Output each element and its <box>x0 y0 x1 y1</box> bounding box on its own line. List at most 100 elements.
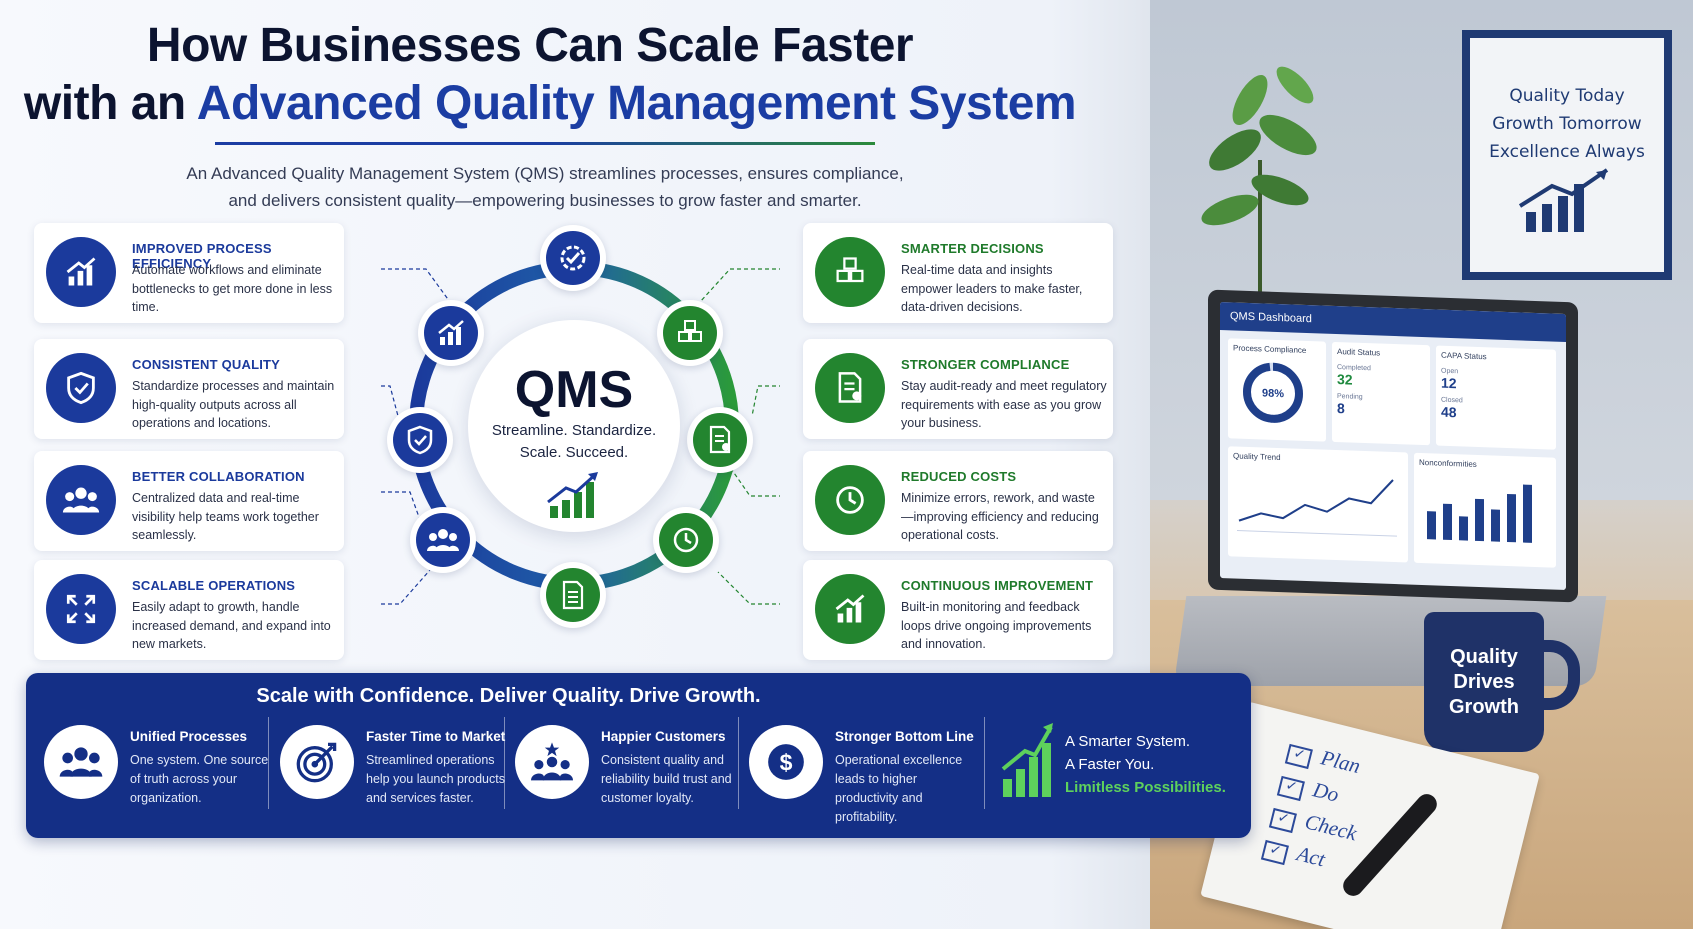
closing-line: A Smarter System. <box>1065 733 1191 750</box>
card-title: BETTER COLLABORATION <box>132 469 305 484</box>
customers-star-icon <box>531 742 573 781</box>
page-title-line2: with an Advanced Quality Management Syst… <box>0 76 1100 131</box>
banner-title: Scale with Confidence. Deliver Quality. … <box>256 685 761 707</box>
process-compliance-panel: Process Compliance 98% <box>1228 338 1326 442</box>
banner-item-title: Stronger Bottom Line <box>835 729 974 744</box>
card-description: Centralized data and real-time visibilit… <box>132 491 319 542</box>
card-title: REDUCED COSTS <box>901 469 1017 484</box>
svg-text:$: $ <box>780 749 793 775</box>
checkbox-icon: ✓ <box>1268 807 1297 834</box>
subtitle-line: An Advanced Quality Management System (Q… <box>186 164 904 183</box>
banner-item-happier-customers: Happier Customers Consistent quality and… <box>515 723 745 823</box>
page-title-line1: How Businesses Can Scale Faster <box>146 19 914 72</box>
checkbox-icon: ✓ <box>1260 839 1289 866</box>
card-description: Built-in monitoring and feedback loops d… <box>901 600 1092 651</box>
card-better-collaboration: BETTER COLLABORATION Centralized data an… <box>34 451 344 551</box>
card-title: IMPROVED PROCESS EFFICIENCY <box>132 241 272 271</box>
audit-status-label: Audit Status <box>1337 347 1381 358</box>
mug-text: Growth <box>1449 695 1519 718</box>
growth-chart-icon <box>66 257 96 286</box>
dollar-icon: $ <box>768 744 804 780</box>
title-prefix: with an <box>23 77 186 130</box>
audit-status-panel: Audit Status Completed 32 Pending 8 <box>1332 341 1430 446</box>
ring-node-collaboration <box>410 507 476 573</box>
poster-growth-icon <box>1518 168 1609 232</box>
compliance-value: 98% <box>1262 387 1284 400</box>
banner-divider <box>984 717 985 809</box>
card-title: SMARTER DECISIONS <box>901 241 1044 256</box>
checkbox-icon: ✓ <box>1284 743 1313 770</box>
closing-statement: A Smarter System. A Faster You. Limitles… <box>1001 721 1251 811</box>
card-scalable-operations: SCALABLE OPERATIONS Easily adapt to grow… <box>34 560 344 660</box>
qms-center: QMS Streamline. Standardize. Scale. Succ… <box>468 320 680 532</box>
document-shield-icon <box>709 425 731 454</box>
benefits-banner: Scale with Confidence. Deliver Quality. … <box>26 673 1251 838</box>
card-description: Standardize processes and maintain high-… <box>132 379 335 430</box>
banner-item-title: Unified Processes <box>130 729 248 744</box>
document-shield-icon <box>838 372 862 403</box>
gear-check-icon <box>560 245 586 271</box>
growth-arrow-icon <box>1001 723 1053 797</box>
ring-node-consistency <box>387 407 453 473</box>
team-icon <box>62 487 100 513</box>
qms-tagline: Streamline. Standardize. <box>491 422 657 439</box>
plant-icon <box>1201 66 1317 340</box>
card-description: Real-time data and insights empower lead… <box>901 263 1083 314</box>
capa-status-panel: CAPA Status Open 12 Closed 48 <box>1436 345 1556 450</box>
compliance-donut-icon: 98% <box>1243 362 1303 423</box>
banner-item-description: Streamlined operations help you launch p… <box>366 753 505 805</box>
card-description: Easily adapt to growth, handle increased… <box>132 600 331 651</box>
card-title: CONTINUOUS IMPROVEMENT <box>901 578 1094 593</box>
clock-icon <box>836 486 864 514</box>
card-continuous-improvement: CONTINUOUS IMPROVEMENT Built-in monitori… <box>803 560 1113 660</box>
growth-chart-icon <box>547 472 598 518</box>
banner-item-description: One system. One source of truth across y… <box>130 753 269 805</box>
page-subtitle: An Advanced Quality Management System (Q… <box>150 160 940 214</box>
banner-item-description: Consistent quality and reliability build… <box>601 753 732 805</box>
banner-item-title: Faster Time to Market <box>366 729 506 744</box>
expand-arrows-icon <box>66 594 96 624</box>
title-accent: Advanced Quality Management System <box>196 77 1077 130</box>
banner-divider <box>268 717 269 809</box>
audit-completed-value: 32 <box>1337 371 1353 388</box>
card-smarter-decisions: SMARTER DECISIONS Real-time data and ins… <box>803 223 1113 323</box>
poster-line: Excellence Always <box>1489 142 1645 162</box>
ring-node-costs <box>653 507 719 573</box>
coffee-mug: Quality Drives Growth <box>1424 612 1544 752</box>
card-reduced-costs: REDUCED COSTS Minimize errors, rework, a… <box>803 451 1113 551</box>
laptop-screen: QMS Dashboard Process Compliance 98% Aud… <box>1220 301 1566 591</box>
growth-chart-icon <box>835 594 865 623</box>
growth-chart-icon <box>438 320 464 345</box>
card-description: Automate workflows and eliminate bottlen… <box>132 263 333 314</box>
trend-line-icon <box>1237 479 1397 537</box>
closing-line: A Faster You. <box>1065 756 1155 773</box>
cubes-icon <box>678 320 702 342</box>
shield-check-icon <box>67 371 95 405</box>
card-title: CONSISTENT QUALITY <box>132 357 281 372</box>
ring-node-decisions <box>657 300 723 366</box>
banner-divider <box>738 717 739 809</box>
nonconformities-bars-icon <box>1427 484 1532 543</box>
card-stronger-compliance: STRONGER COMPLIANCE Stay audit-ready and… <box>803 339 1113 439</box>
banner-item-faster-time-to-market: Faster Time to Market Streamlined operat… <box>280 723 510 823</box>
cubes-icon <box>836 257 864 283</box>
banner-item-unified-processes: Unified Processes One system. One source… <box>44 723 274 823</box>
poster-line: Quality Today <box>1509 86 1625 106</box>
title-underline <box>215 142 875 145</box>
ring-node-efficiency <box>418 300 484 366</box>
team-icon <box>427 529 459 551</box>
process-compliance-label: Process Compliance <box>1233 343 1307 355</box>
poster-line: Growth Tomorrow <box>1492 114 1642 134</box>
banner-item-description: Operational excellence leads to higher p… <box>835 753 963 824</box>
card-title: SCALABLE OPERATIONS <box>132 578 296 593</box>
ring-node-quality <box>540 225 606 291</box>
audit-pending-value: 8 <box>1337 400 1345 417</box>
mug-text: Drives <box>1453 670 1515 693</box>
banner-divider <box>504 717 505 809</box>
document-icon <box>562 580 584 610</box>
nonconformities-panel: Nonconformities <box>1414 452 1556 568</box>
ring-node-compliance <box>687 407 753 473</box>
laptop: QMS Dashboard Process Compliance 98% Aud… <box>1208 289 1578 603</box>
motivation-poster: Quality Today Growth Tomorrow Excellence… <box>1462 30 1672 280</box>
